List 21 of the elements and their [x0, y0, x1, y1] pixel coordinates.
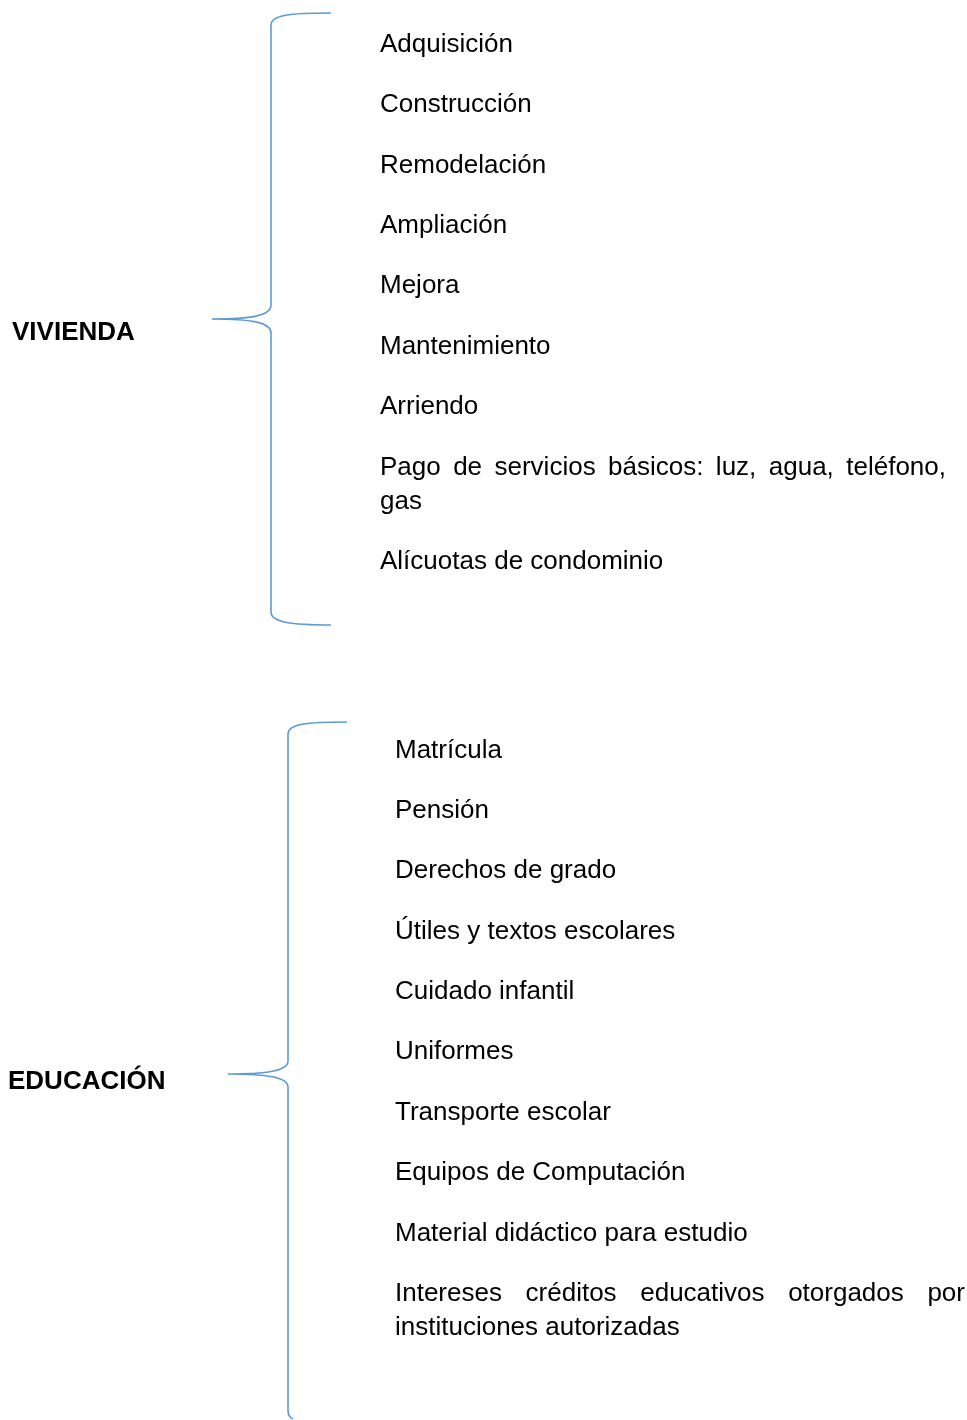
list-item: Arriendo — [380, 389, 479, 422]
list-item: Cuidado infantil — [395, 974, 575, 1007]
category-heading: VIVIENDA — [12, 315, 135, 348]
category-heading: EDUCACIÓN — [8, 1064, 166, 1097]
list-item: Equipos de Computación — [395, 1155, 686, 1188]
list-item: Ampliación — [380, 208, 508, 241]
list-item: Derechos de grado — [395, 853, 617, 886]
list-item: Material didáctico para estudio — [395, 1216, 748, 1249]
list-item: Útiles y textos escolares — [395, 914, 676, 947]
list-item: Mejora — [380, 268, 460, 301]
list-item: Adquisición — [380, 27, 513, 60]
list-item: Pago de servicios básicos: luz, agua, teléfono, gas — [380, 450, 946, 517]
list-item: Construcción — [380, 87, 532, 120]
list-item: Transporte escolar — [395, 1095, 611, 1128]
list-item: Intereses créditos educativos otorgados por instituciones autorizadas — [395, 1276, 965, 1343]
list-item: Mantenimiento — [380, 329, 551, 362]
list-item: Remodelación — [380, 148, 547, 181]
list-item: Pensión — [395, 793, 489, 826]
list-item: Alícuotas de condominio — [380, 544, 664, 577]
list-item: Matrícula — [395, 733, 502, 766]
list-item: Uniformes — [395, 1034, 514, 1067]
